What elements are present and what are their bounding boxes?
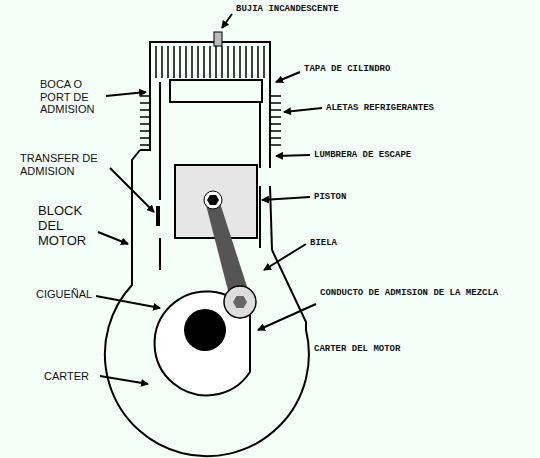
part-label: TRANSFER DE ADMISION <box>20 152 112 177</box>
glow-plug <box>214 32 222 46</box>
crank-pin <box>224 286 256 318</box>
part-label: CIGUEÑAL <box>36 288 116 301</box>
pin-nut <box>207 195 219 205</box>
part-label: TAPA DE CILINDRO <box>304 64 454 74</box>
part-label: BLOCK DEL MOTOR <box>38 204 100 249</box>
part-label: BOCA O PORT DE ADMISION <box>40 78 106 116</box>
cylinder-wall <box>270 82 272 250</box>
crank-pin-nut <box>233 296 247 308</box>
cylinder-wall <box>159 82 161 200</box>
part-label: CONDUCTO DE ADMISION DE LA MEZCLA <box>320 288 525 298</box>
transfer-port <box>156 206 160 226</box>
part-label: ALETAS REFRIGERANTES <box>326 103 496 113</box>
part-label: CARTER DEL MOTOR <box>314 344 474 354</box>
head-frame <box>150 42 270 82</box>
cylinder-head <box>170 80 262 102</box>
cylinder-wall <box>159 238 161 270</box>
part-label: LUMBRERA DE ESCAPE <box>314 150 474 160</box>
leader-lines <box>96 14 322 384</box>
cooling-fins <box>140 46 281 145</box>
part-label: BIELA <box>310 238 390 248</box>
cylinder-wall <box>259 82 261 248</box>
part-label: CARTER <box>44 370 104 383</box>
crankshaft <box>184 309 226 351</box>
piston-pin <box>204 191 222 209</box>
part-label: PISTON <box>314 192 394 202</box>
part-label: BUJIA INCANDESCENTE <box>236 4 396 14</box>
